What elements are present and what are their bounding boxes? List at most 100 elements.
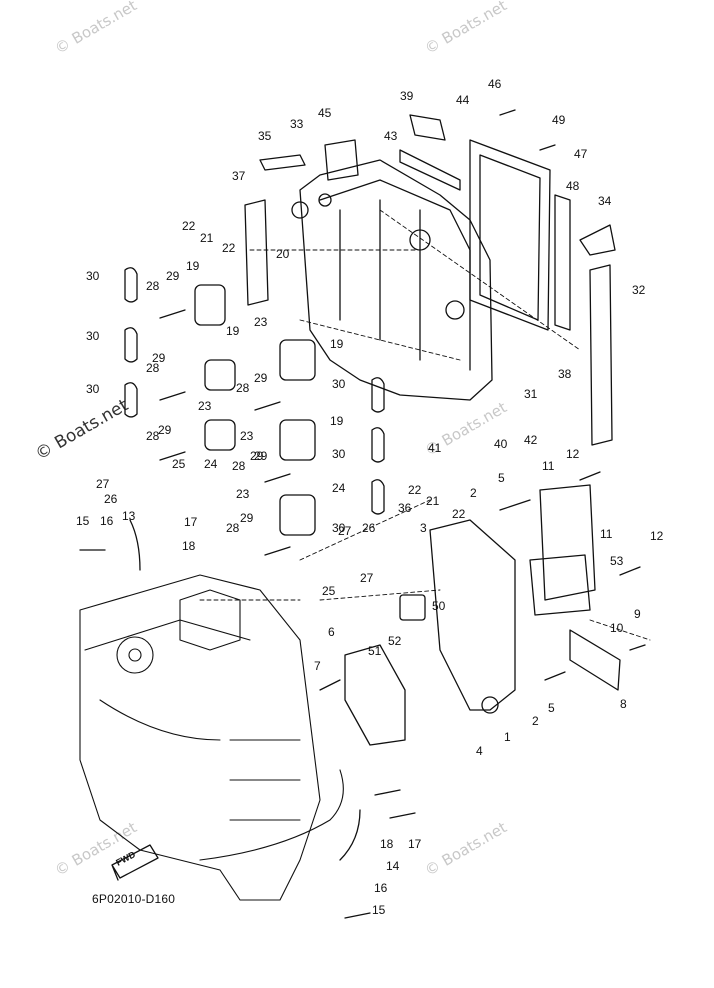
callout-number: 25 (172, 457, 186, 471)
callout-number: 21 (200, 231, 214, 245)
callout-number: 22 (222, 241, 236, 255)
fwd-label: FWD (114, 849, 137, 868)
callout-number: 52 (388, 634, 402, 648)
plate-33 (324, 139, 359, 181)
callout-number: 8 (620, 697, 627, 711)
callout-number: 22 (452, 507, 466, 521)
strip-43 (399, 149, 461, 191)
callout-number: 30 (86, 329, 100, 343)
callout-number: 12 (650, 529, 664, 543)
callout-number: 45 (318, 106, 332, 120)
callout-number: 5 (548, 701, 555, 715)
callout-number: 48 (566, 179, 580, 193)
callout-number: 1 (504, 730, 511, 744)
callout-number: 28 (146, 361, 160, 375)
callout-number: 21 (426, 494, 440, 508)
callout-number: 17 (408, 837, 422, 851)
bracket-8 (569, 629, 621, 691)
callout-number: 22 (408, 483, 422, 497)
callout-number: 41 (428, 441, 442, 455)
callout-number: 29 (240, 511, 254, 525)
cover-plate-47 (469, 139, 551, 331)
callout-number: 28 (232, 459, 246, 473)
bracket-1 (429, 519, 516, 711)
callout-number: 4 (476, 744, 483, 758)
callout-number: 29 (250, 449, 264, 463)
callout-number: 15 (372, 903, 386, 917)
engine-block (79, 574, 344, 901)
electrical-bracket-plate (299, 159, 493, 401)
callout-number: 10 (610, 621, 624, 635)
rectifier-6 (344, 644, 406, 746)
cdi-unit-11 (539, 484, 596, 601)
callout-number: 17 (184, 515, 198, 529)
callout-number: 35 (258, 129, 272, 143)
callout-number: 29 (158, 423, 172, 437)
callout-number: 23 (240, 429, 254, 443)
callout-number: 22 (182, 219, 196, 233)
callout-number: 19 (330, 337, 344, 351)
callout-number: 28 (226, 521, 240, 535)
callout-number: 27 (360, 571, 374, 585)
callout-number: 14 (386, 859, 400, 873)
callout-number: 11 (600, 527, 613, 541)
callout-number: 13 (122, 509, 136, 523)
callout-number: 26 (104, 492, 118, 506)
callout-number: 39 (400, 89, 414, 103)
callout-number: 50 (432, 599, 446, 613)
callout-number: 46 (488, 77, 502, 91)
callout-number: 28 (146, 429, 160, 443)
callout-number: 16 (374, 881, 388, 895)
rubber-strip-48 (554, 194, 571, 331)
callout-number: 9 (634, 607, 641, 621)
plug-caps (124, 267, 385, 515)
callout-number: 28 (146, 279, 160, 293)
callout-number: 43 (384, 129, 398, 143)
callout-number: 23 (236, 487, 250, 501)
callout-number: 24 (332, 481, 346, 495)
callout-number: 18 (182, 539, 196, 553)
callout-number: 53 (610, 554, 624, 568)
callout-number: 15 (76, 514, 90, 528)
callout-number: 36 (398, 501, 412, 515)
callout-number: 34 (598, 194, 612, 208)
callout-number: 30 (332, 521, 346, 535)
callout-number: 49 (552, 113, 566, 127)
callout-number: 30 (86, 382, 100, 396)
callout-number: 51 (368, 644, 382, 658)
relay-50 (399, 594, 426, 621)
lead-wire-14 (339, 809, 361, 861)
callout-number: 42 (524, 433, 538, 447)
callout-number: 29 (152, 351, 166, 365)
callout-number: 29 (254, 449, 268, 463)
callout-number: 18 (380, 837, 394, 851)
callout-number: 7 (314, 659, 321, 673)
callout-number: 29 (254, 371, 268, 385)
callout-number: 2 (470, 486, 477, 500)
callout-number: 25 (322, 584, 336, 598)
callout-number: 29 (166, 269, 180, 283)
cap-34 (579, 224, 616, 256)
callout-number: 20 (276, 247, 290, 261)
callout-number: 26 (362, 521, 376, 535)
callout-number: 24 (204, 457, 218, 471)
callout-number: 11 (542, 459, 555, 473)
callout-number: 16 (100, 514, 114, 528)
callout-number: 2 (532, 714, 539, 728)
callout-number: 27 (96, 477, 110, 491)
callout-number: 23 (198, 399, 212, 413)
callout-number: 32 (632, 283, 646, 297)
plate-35 (259, 154, 306, 171)
callout-number: 12 (566, 447, 580, 461)
callout-number: 19 (330, 414, 344, 428)
callout-number: 19 (186, 259, 200, 273)
callout-number: 40 (494, 437, 508, 451)
callout-number: 27 (338, 524, 352, 538)
callout-number: 31 (524, 387, 538, 401)
fwd-arrow (111, 844, 159, 881)
bolts (79, 109, 646, 919)
gasket-39 (409, 114, 446, 141)
callout-number: 44 (456, 93, 470, 107)
